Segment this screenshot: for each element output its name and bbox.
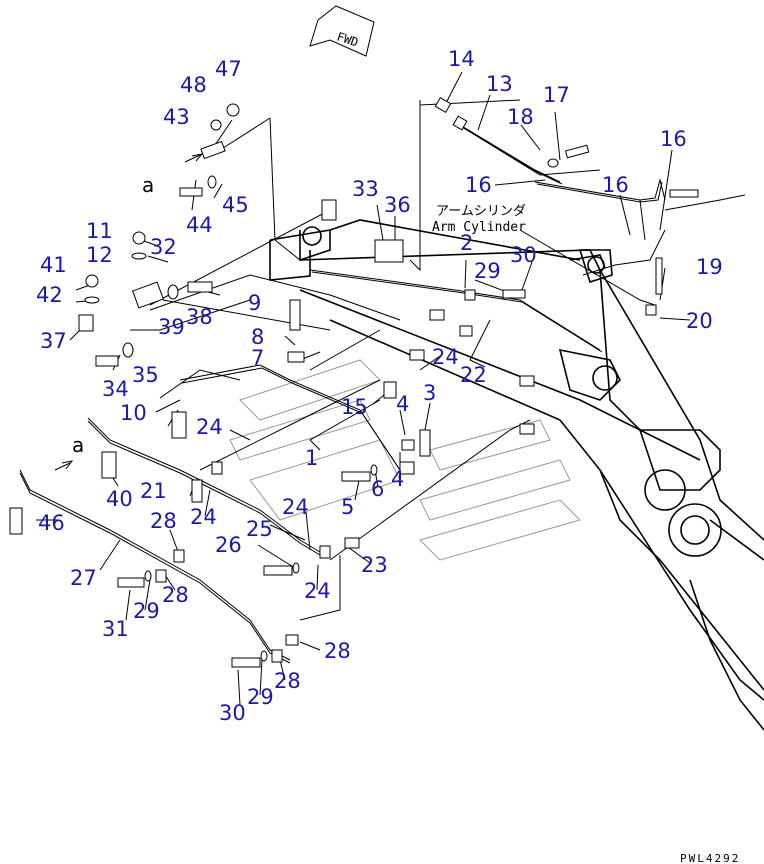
callout-17: 17	[543, 83, 570, 107]
callout-22: 22	[460, 363, 487, 387]
callout-4-b: 4	[391, 467, 404, 491]
callout-24-b: 24	[432, 345, 459, 369]
reference-arrows: a a	[54, 153, 204, 471]
callout-4-a: 4	[396, 392, 409, 416]
arm-cylinder-jp-label: アームシリンダ	[436, 204, 526, 219]
callout-38: 38	[186, 305, 213, 329]
callout-27: 27	[70, 566, 97, 590]
drawing-code: PWL4292	[680, 852, 740, 864]
leader-lines	[36, 71, 746, 706]
arm-structure	[269, 219, 764, 731]
callout-20: 20	[686, 309, 713, 333]
callout-14: 14	[448, 47, 475, 71]
callout-24-e: 24	[304, 579, 331, 603]
callouts: 14 13 17 18 16 16 16 47 48 43 45 44 33 3…	[36, 47, 723, 725]
callout-3: 3	[423, 381, 436, 405]
callout-39: 39	[158, 315, 185, 339]
callout-30-b: 30	[219, 701, 246, 725]
callout-6: 6	[371, 477, 384, 501]
callout-24-a: 24	[196, 415, 223, 439]
callout-26: 26	[215, 533, 242, 557]
callout-37: 37	[40, 329, 67, 353]
callout-29-top: 29	[474, 259, 501, 283]
callout-10: 10	[120, 401, 147, 425]
callout-28-d: 28	[274, 669, 301, 693]
arm-cylinder-en-label: Arm Cylinder	[432, 220, 526, 235]
callout-43: 43	[163, 105, 190, 129]
callout-34: 34	[102, 377, 129, 401]
callout-36: 36	[384, 193, 411, 217]
callout-18: 18	[507, 105, 534, 129]
callout-16a: 16	[660, 127, 687, 151]
callout-25: 25	[246, 517, 273, 541]
callout-15: 15	[341, 395, 368, 419]
callout-5: 5	[341, 495, 354, 519]
callout-16b: 16	[465, 173, 492, 197]
ref-letter-a-left: a	[72, 433, 84, 457]
callout-2: 2	[460, 231, 473, 255]
callout-23: 23	[361, 553, 388, 577]
callout-41: 41	[40, 253, 67, 277]
callout-45: 45	[222, 193, 249, 217]
ref-letter-a-top: a	[142, 173, 154, 197]
callout-13: 13	[486, 72, 513, 96]
callout-28-a: 28	[150, 509, 177, 533]
callout-21: 21	[140, 479, 167, 503]
callout-16c: 16	[602, 173, 629, 197]
callout-40: 40	[106, 487, 133, 511]
callout-28-c: 28	[324, 639, 351, 663]
callout-48: 48	[180, 73, 207, 97]
callout-46: 46	[38, 511, 65, 535]
callout-11: 11	[86, 219, 113, 243]
callout-1: 1	[305, 446, 318, 470]
callout-32: 32	[150, 235, 177, 259]
watermark	[229, 359, 581, 561]
callout-28-b: 28	[162, 583, 189, 607]
callout-24-d: 24	[282, 495, 309, 519]
callout-24-c: 24	[190, 505, 217, 529]
fwd-arrow: FWD	[309, 5, 375, 57]
callout-35: 35	[132, 363, 159, 387]
callout-19: 19	[696, 255, 723, 279]
callout-29-b: 29	[133, 599, 160, 623]
callout-7: 7	[251, 346, 264, 370]
callout-8: 8	[251, 325, 264, 349]
callout-33: 33	[352, 177, 379, 201]
fwd-label: FWD	[335, 30, 360, 50]
callout-47: 47	[215, 57, 242, 81]
callout-29-c: 29	[247, 685, 274, 709]
callout-30-top: 30	[510, 243, 537, 267]
callout-9: 9	[248, 291, 261, 315]
callout-44: 44	[186, 213, 213, 237]
callout-12: 12	[86, 243, 113, 267]
callout-31: 31	[102, 617, 129, 641]
callout-42: 42	[36, 283, 63, 307]
